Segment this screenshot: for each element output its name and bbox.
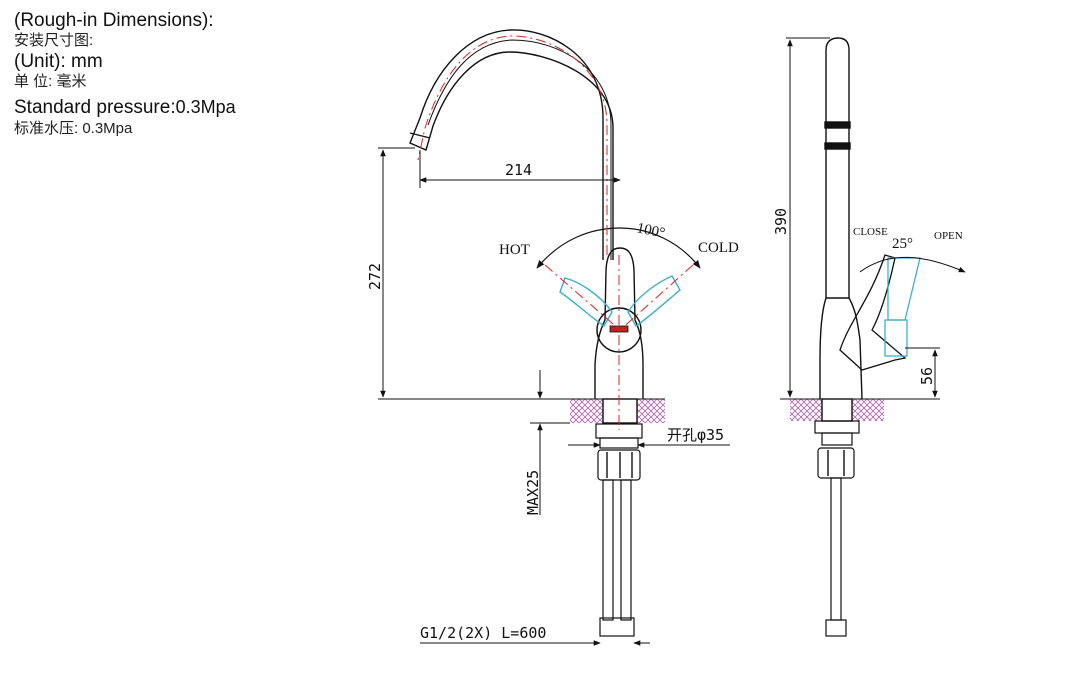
pressure-en-value: 0.3Mpa (175, 97, 236, 117)
pressure-cn: 标准水压: 0.3Mpa (14, 120, 133, 137)
dimensions-side (786, 37, 940, 398)
dim-spout-reach: 214 (505, 161, 532, 179)
pressure-en: Standard pressure:0.3Mpa (14, 96, 236, 119)
hose-side (830, 477, 842, 621)
side-view (780, 37, 966, 637)
open-label: OPEN (934, 230, 963, 242)
lever-angle-label: 25° (892, 236, 913, 252)
rough-in-title-en: (Rough-in Dimensions): (14, 10, 214, 31)
cold-label: COLD (698, 240, 739, 256)
rough-in-title-cn: 安装尺寸图: (14, 32, 94, 49)
pressure-en-label: Standard pressure: (14, 97, 176, 118)
centerlines-front (417, 35, 694, 430)
faucet-body-front (594, 247, 644, 399)
dim-handle-height: 56 (918, 367, 936, 385)
hot-label: HOT (499, 242, 530, 258)
dimensions-front (378, 147, 730, 646)
dim-height-under-spout: 272 (366, 263, 384, 290)
hose-right (620, 479, 632, 621)
hose-left (602, 479, 614, 621)
max-deck-thickness: MAX25 (524, 470, 542, 515)
front-view (378, 29, 701, 637)
dim-total-height: 390 (772, 208, 790, 235)
faucet-body-side (819, 297, 863, 400)
close-label: CLOSE (853, 226, 888, 238)
handle-angle-label: 100° (635, 220, 666, 242)
spec-notes: (Rough-in Dimensions): 安装尺寸图: (Unit): mm… (14, 10, 236, 139)
unit-en: (Unit): mm (14, 51, 103, 72)
hose-spec-label: G1/2(2X) L=600 (420, 624, 546, 642)
hole-size-label: 开孔φ35 (667, 426, 724, 444)
unit-cn: 单 位: 毫米 (14, 73, 87, 90)
spout-side (825, 37, 850, 298)
spout-front (409, 29, 614, 260)
swing-arc (536, 227, 701, 269)
handle-hot-position (559, 277, 613, 327)
handle-cold-position (627, 275, 681, 327)
